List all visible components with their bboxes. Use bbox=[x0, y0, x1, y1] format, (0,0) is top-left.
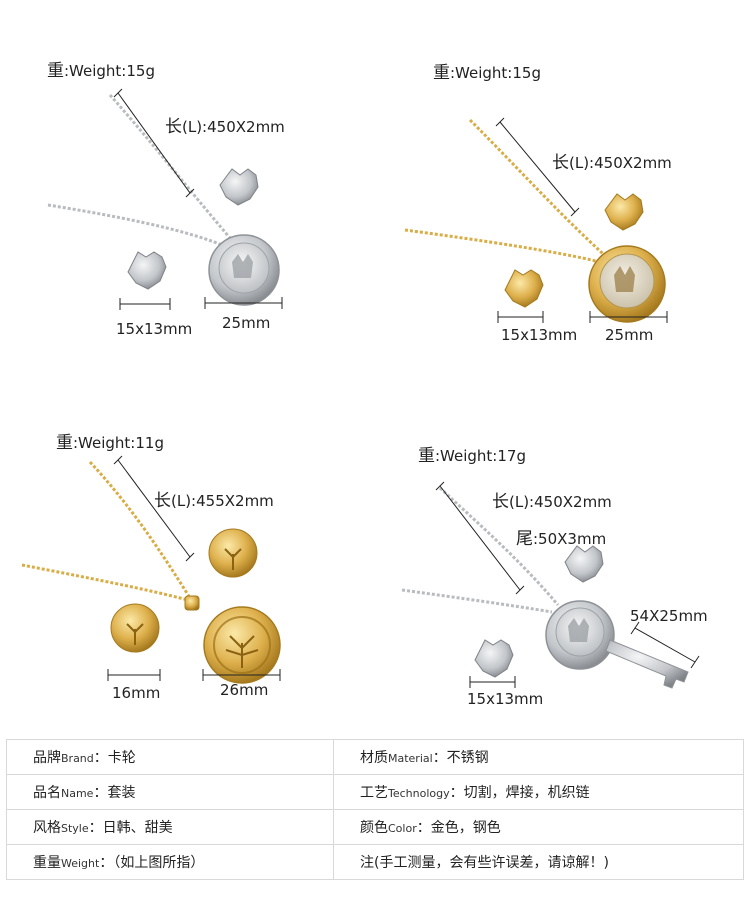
product-2-weight: 重:Weight:15g bbox=[433, 63, 541, 83]
table-row: 品牌Brand：卡轮 材质Material：不锈钢 bbox=[6, 739, 744, 775]
chain bbox=[88, 460, 192, 599]
earring bbox=[504, 269, 544, 308]
spec-material: 材质Material：不锈钢 bbox=[333, 739, 744, 775]
hamsa-charm bbox=[614, 266, 635, 292]
spec-brand: 品牌Brand：卡轮 bbox=[6, 739, 334, 775]
table-row: 风格Style：日韩、甜美 颜色Color：金色，钢色 bbox=[6, 809, 744, 845]
product-1-earring-size: 15x13mm bbox=[116, 320, 193, 338]
product-3-illustration bbox=[21, 455, 281, 684]
earring bbox=[474, 639, 514, 678]
product-3-length: 长(L):455X2mm bbox=[154, 491, 274, 511]
chain bbox=[401, 588, 553, 614]
product-3-pendant-size: 26mm bbox=[220, 681, 269, 699]
earring bbox=[604, 193, 644, 231]
product-4-pendant-size: 54X25mm bbox=[630, 607, 708, 625]
product-2-length: 长(L):450X2mm bbox=[552, 153, 672, 173]
product-4-illustration bbox=[401, 481, 700, 689]
earring bbox=[564, 545, 604, 583]
product-3-earring-size: 16mm bbox=[112, 684, 161, 702]
chain bbox=[438, 486, 560, 606]
key-shaft bbox=[605, 639, 689, 689]
earring bbox=[110, 603, 160, 653]
chain bbox=[468, 118, 614, 264]
product-2-pendant-size: 25mm bbox=[605, 326, 654, 344]
spec-name: 品名Name：套装 bbox=[6, 774, 334, 810]
hamsa-charm bbox=[232, 254, 253, 278]
spec-table: 品牌Brand：卡轮 材质Material：不锈钢 品名Name：套装 工艺Te… bbox=[6, 739, 744, 880]
spec-color: 颜色Color：金色，钢色 bbox=[333, 809, 744, 845]
spec-note: 注(手工测量，会有些许误差，请谅解！) bbox=[333, 844, 744, 880]
product-1-length: 长(L):450X2mm bbox=[165, 117, 285, 137]
spec-style: 风格Style：日韩、甜美 bbox=[6, 809, 334, 845]
table-row: 重量Weight：（如上图所指） 注(手工测量，会有些许误差，请谅解！) bbox=[6, 844, 744, 880]
product-4-earring-size: 15x13mm bbox=[467, 690, 544, 708]
product-4-tail: 尾:50X3mm bbox=[516, 529, 607, 549]
product-3-weight: 重:Weight:11g bbox=[56, 433, 164, 453]
product-4-length: 长(L):450X2mm bbox=[492, 492, 612, 512]
earring bbox=[219, 168, 259, 206]
earring bbox=[127, 251, 167, 290]
product-1-illustration bbox=[47, 88, 283, 310]
product-2-earring-size: 15x13mm bbox=[501, 326, 578, 344]
chain bbox=[404, 228, 601, 264]
chain bbox=[47, 203, 223, 247]
product-2-illustration bbox=[404, 117, 668, 323]
earring bbox=[208, 528, 258, 578]
product-illustrations bbox=[21, 88, 700, 689]
product-1-pendant-size: 25mm bbox=[222, 314, 271, 332]
product-4-weight: 重:Weight:17g bbox=[418, 446, 526, 466]
table-row: 品名Name：套装 工艺Technology：切割，焊接，机织链 bbox=[6, 774, 744, 810]
chain bbox=[21, 563, 196, 604]
spec-technology: 工艺Technology：切割，焊接，机织链 bbox=[333, 774, 744, 810]
spec-weight: 重量Weight：（如上图所指） bbox=[6, 844, 334, 880]
product-1-weight: 重:Weight:15g bbox=[47, 61, 155, 81]
chain bbox=[108, 94, 232, 239]
